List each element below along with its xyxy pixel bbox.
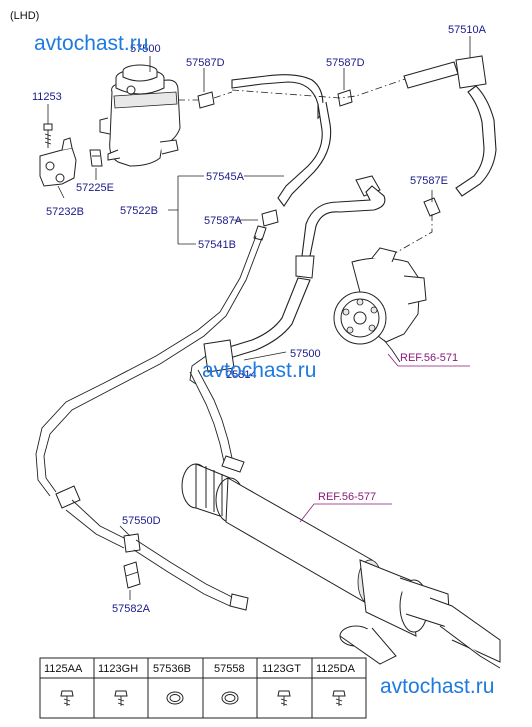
variant-label: (LHD) [10,10,39,22]
ref-pump-label: REF.56-571 [400,352,458,364]
ref-gear-leader [299,503,392,523]
table-header-cell: 1123GH [98,663,138,675]
label-57225E: 57225E [76,182,114,194]
bolt-11253 [43,123,53,148]
table-header-cell: 57558 [214,663,245,675]
label-57500-mid: 57500 [290,348,321,360]
table-header-cell: 57536B [153,663,191,675]
label-25314: 25314 [226,369,257,381]
clip-57225E [89,149,103,167]
parts-table: 1125AA 1123GH 57536B 57558 1123GT 1125DA [39,657,367,719]
label-57587D-a: 57587D [186,57,225,69]
ref-gear-label: REF.56-577 [318,491,376,503]
label-57232B: 57232B [46,206,84,218]
return-hose-top [197,74,353,227]
label-11253: 11253 [32,91,62,103]
bolt-icon [277,690,291,706]
watermark-middle: avtochast.ru [202,359,316,382]
table-header-cell: 1125AA [44,663,83,675]
reservoir-assembly [99,64,181,167]
table-header-cell: 1125DA [316,663,356,675]
bolt-icon [114,690,128,706]
leader-lines [47,36,471,600]
pressure-hose-57500 [189,175,386,473]
supply-hose-57510A [389,55,497,257]
label-57545A: 57545A [206,171,245,183]
label-57550D: 57550D [122,515,161,527]
label-57510A: 57510A [448,24,487,36]
label-57582A: 57582A [112,603,151,615]
watermark-top: avtochast.ru [34,32,148,55]
label-57587D-b: 57587D [326,57,365,69]
label-57500-top: 57500 [130,43,161,55]
bracket-57232B [39,137,77,187]
clamp-ring-icon [166,691,184,705]
clamp-ring-icon [221,691,239,705]
bolt-icon [332,690,346,706]
label-57541B: 57541B [198,239,236,251]
watermark-bottom: avtochast.ru [380,675,494,698]
bolt-icon [60,690,74,706]
label-57522B: 57522B [120,205,158,217]
ref-pump-leader [387,353,470,367]
connection-line [178,77,409,101]
table-header-cell: 1123GT [262,663,301,675]
label-57587A: 57587A [204,215,243,227]
return-line-57541B [35,225,267,611]
label-57587E: 57587E [410,175,448,187]
steering-gear [181,463,501,669]
clip-57582A [123,561,141,589]
power-steering-pump [333,247,427,363]
